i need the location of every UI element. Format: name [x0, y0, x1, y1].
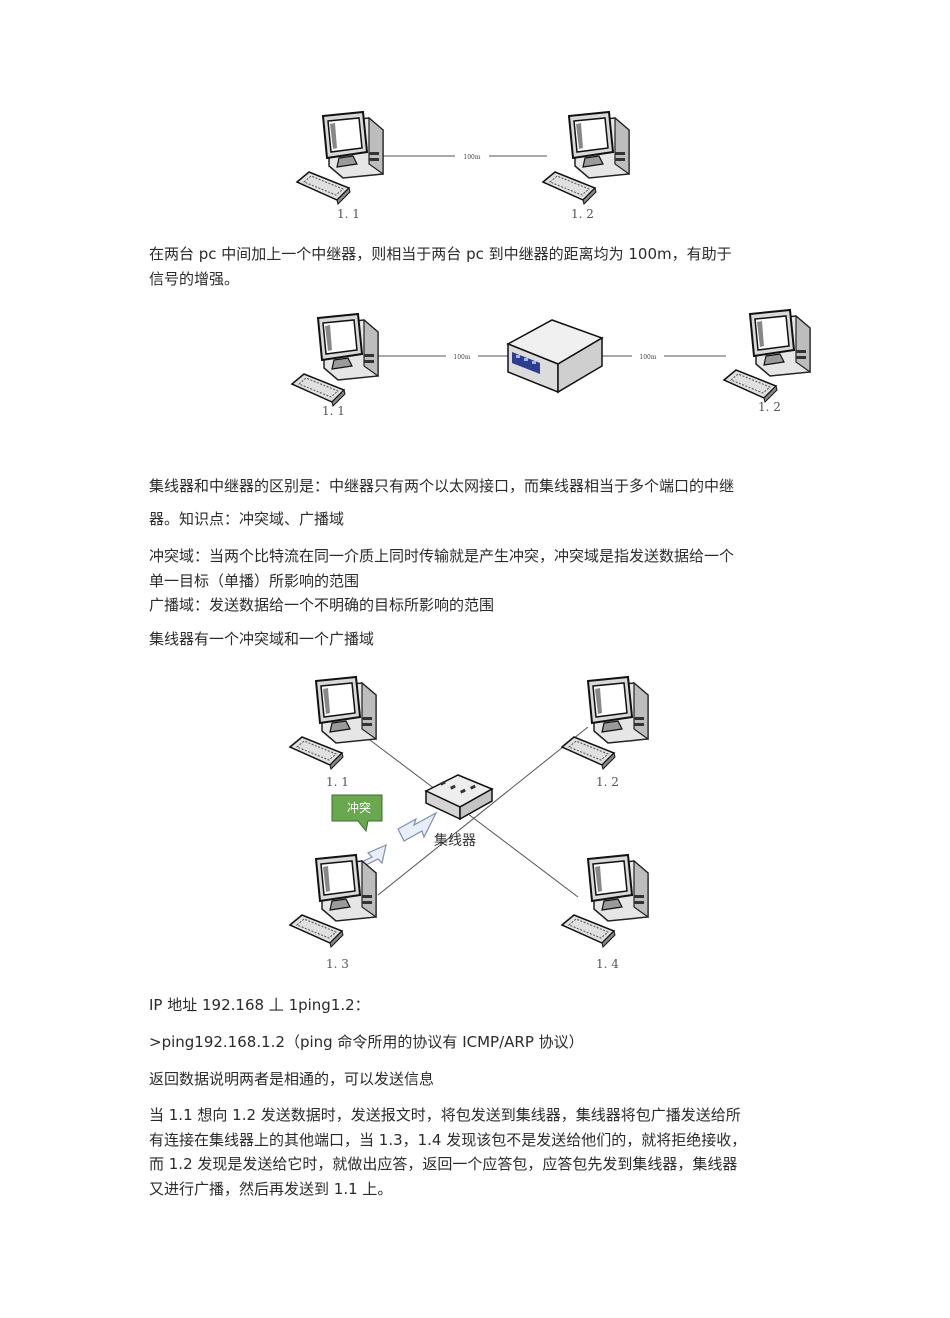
link-length: 100m	[639, 354, 656, 361]
pc-label: 1. 4	[596, 957, 619, 971]
paragraph-reply: 返回数据说明两者是相通的，可以发送信息	[149, 1070, 435, 1088]
pc-icon	[561, 676, 649, 770]
pc-label: 1. 1	[322, 404, 345, 418]
pc-icon	[289, 676, 377, 770]
pc-icon	[289, 854, 377, 948]
pc-icon	[542, 111, 630, 205]
paragraph-hub-domains: 集线器有一个冲突域和一个广播域	[149, 630, 375, 648]
repeater-icon	[506, 319, 604, 394]
pc-label: 1. 2	[758, 400, 781, 414]
paragraph-ip: IP 地址 192.168 丄 1ping1.2：	[149, 996, 370, 1014]
paragraph-hub-vs-repeater: 集线器和中继器的区别是：中继器只有两个以太网接口，而集线器相当于多个端口的中继 …	[149, 477, 735, 528]
collision-bubble: 冲突	[331, 794, 383, 833]
paragraph-ping: >ping192.168.1.2（ping 命令所用的协议有 ICMP/ARP …	[149, 1033, 584, 1051]
link-length: 100m	[463, 154, 480, 161]
pc-icon	[291, 313, 379, 407]
pc-label: 1. 3	[326, 957, 349, 971]
hub-label: 集线器	[434, 832, 476, 849]
pc-icon	[561, 854, 649, 948]
pc-icon	[723, 309, 811, 403]
pc-label: 1. 1	[326, 775, 349, 789]
arrow-icon	[397, 811, 438, 842]
paragraph-collision-domain: 冲突域：当两个比特流在同一介质上同时传输就是产生冲突，冲突域是指发送数据给一个 …	[149, 547, 735, 614]
hub-icon	[424, 774, 494, 821]
figure-hub-collision: 集线器 冲突 1. 1 1. 2 1. 3 1. 4	[288, 675, 668, 975]
bubble-label: 冲突	[347, 800, 371, 815]
paragraph-repeater: 在两台 pc 中间加上一个中继器，则相当于两台 pc 到中继器的距离均为 100…	[149, 245, 732, 288]
figure-two-pcs: 100m 1. 1 1. 2	[295, 111, 635, 227]
pc-label: 1. 1	[337, 207, 360, 221]
link-length: 100m	[453, 354, 470, 361]
pc-label: 1. 2	[571, 207, 594, 221]
paragraph-broadcast-process: 当 1.1 想向 1.2 发送数据时，发送报文时，将包发送到集线器，集线器将包广…	[149, 1106, 747, 1198]
pc-icon	[296, 111, 384, 205]
pc-label: 1. 2	[596, 775, 619, 789]
figure-repeater: 100m 100m 1. 1 1. 2	[290, 308, 830, 423]
